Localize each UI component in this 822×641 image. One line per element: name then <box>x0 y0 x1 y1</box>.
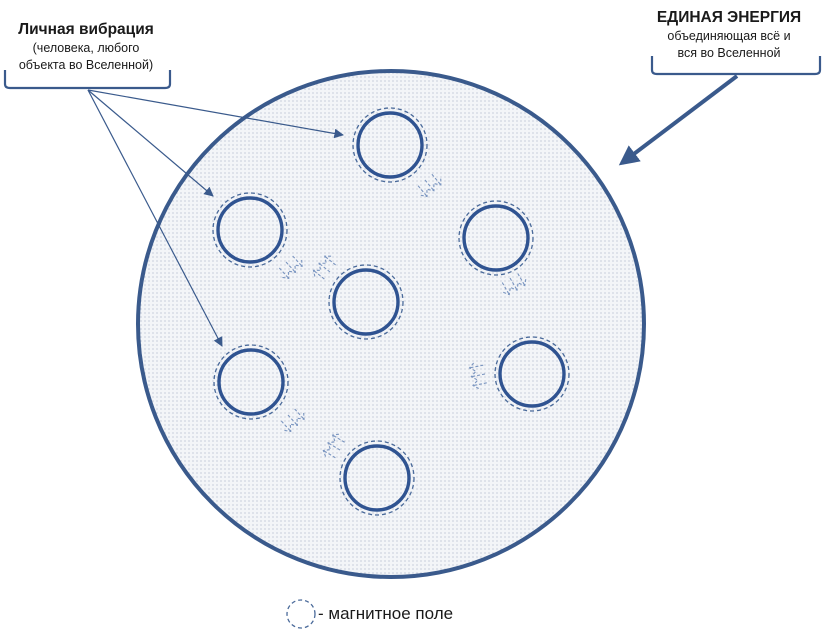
right-bracket <box>650 56 822 76</box>
object <box>312 255 404 340</box>
object-circle <box>216 196 284 264</box>
field-flow-arrow <box>424 179 435 192</box>
field-flow-arrow <box>287 414 299 427</box>
field-flow-arrow <box>294 408 305 420</box>
unified-energy-title: ЕДИНАЯ ЭНЕРГИЯ <box>656 9 802 26</box>
object <box>322 433 415 516</box>
field-flow-arrow <box>312 269 325 280</box>
field-flow-arrow <box>292 255 303 267</box>
field-flow-arrow <box>324 255 336 266</box>
field-flow-arrow <box>417 185 428 198</box>
personal-vibration-label: Личная вибрация (человека, любого объект… <box>2 20 170 74</box>
vibration-pointers <box>87 89 344 347</box>
object <box>458 200 534 296</box>
pointer-arrow <box>87 89 344 139</box>
field-flow-arrow <box>472 380 487 390</box>
unified-energy-line2: вся во Вселенной <box>677 46 781 60</box>
magnetic-field-ring <box>212 192 288 268</box>
pointer-arrow <box>87 89 223 347</box>
objects-group <box>212 107 570 516</box>
field-flow-arrow <box>501 282 511 296</box>
object <box>212 192 303 280</box>
field-flow-arrow <box>470 371 486 381</box>
field-flow-arrow <box>468 362 484 372</box>
personal-vibration-title: Личная вибрация <box>18 21 154 38</box>
field-flow-arrow <box>322 449 336 459</box>
object-circle <box>217 348 285 416</box>
magnetic-field-ring <box>339 440 415 516</box>
magnetic-field-ring <box>328 264 404 340</box>
field-flow-arrow <box>285 261 297 274</box>
object <box>352 107 442 198</box>
left-bracket <box>3 70 172 90</box>
field-flow-arrow <box>509 277 519 291</box>
object-circle <box>462 204 530 272</box>
object-circle <box>356 111 424 179</box>
field-flow-arrow <box>431 173 442 186</box>
field-flow-arrow <box>278 267 290 280</box>
object-circle <box>343 444 411 512</box>
pointer-arrow <box>87 89 214 197</box>
object-circle <box>498 340 566 408</box>
legend-magnetic-field-icon <box>286 599 316 629</box>
field-flow-arrow <box>331 433 345 443</box>
object <box>213 344 305 433</box>
magnetic-field-ring <box>213 344 289 420</box>
field-flow-arrow <box>327 441 341 451</box>
field-flow-arrow <box>280 420 292 433</box>
unified-energy-label: ЕДИНАЯ ЭНЕРГИЯ объединяющая всё и вся во… <box>640 8 818 62</box>
field-flow-arrow <box>318 262 331 273</box>
magnetic-field-ring <box>352 107 428 183</box>
legend-text: - магнитное поле <box>318 604 454 623</box>
energy-pointer-arrow <box>618 74 739 166</box>
object <box>468 336 570 412</box>
object-circle <box>332 268 400 336</box>
magnetic-field-ring <box>494 336 570 412</box>
field-flow-arrow <box>517 273 527 287</box>
unified-energy-line1: объединяющая всё и <box>667 29 791 43</box>
magnetic-field-ring <box>458 200 534 276</box>
personal-vibration-line1: (человека, любого <box>32 41 140 55</box>
personal-vibration-line2: объекта во Вселенной) <box>18 58 154 72</box>
